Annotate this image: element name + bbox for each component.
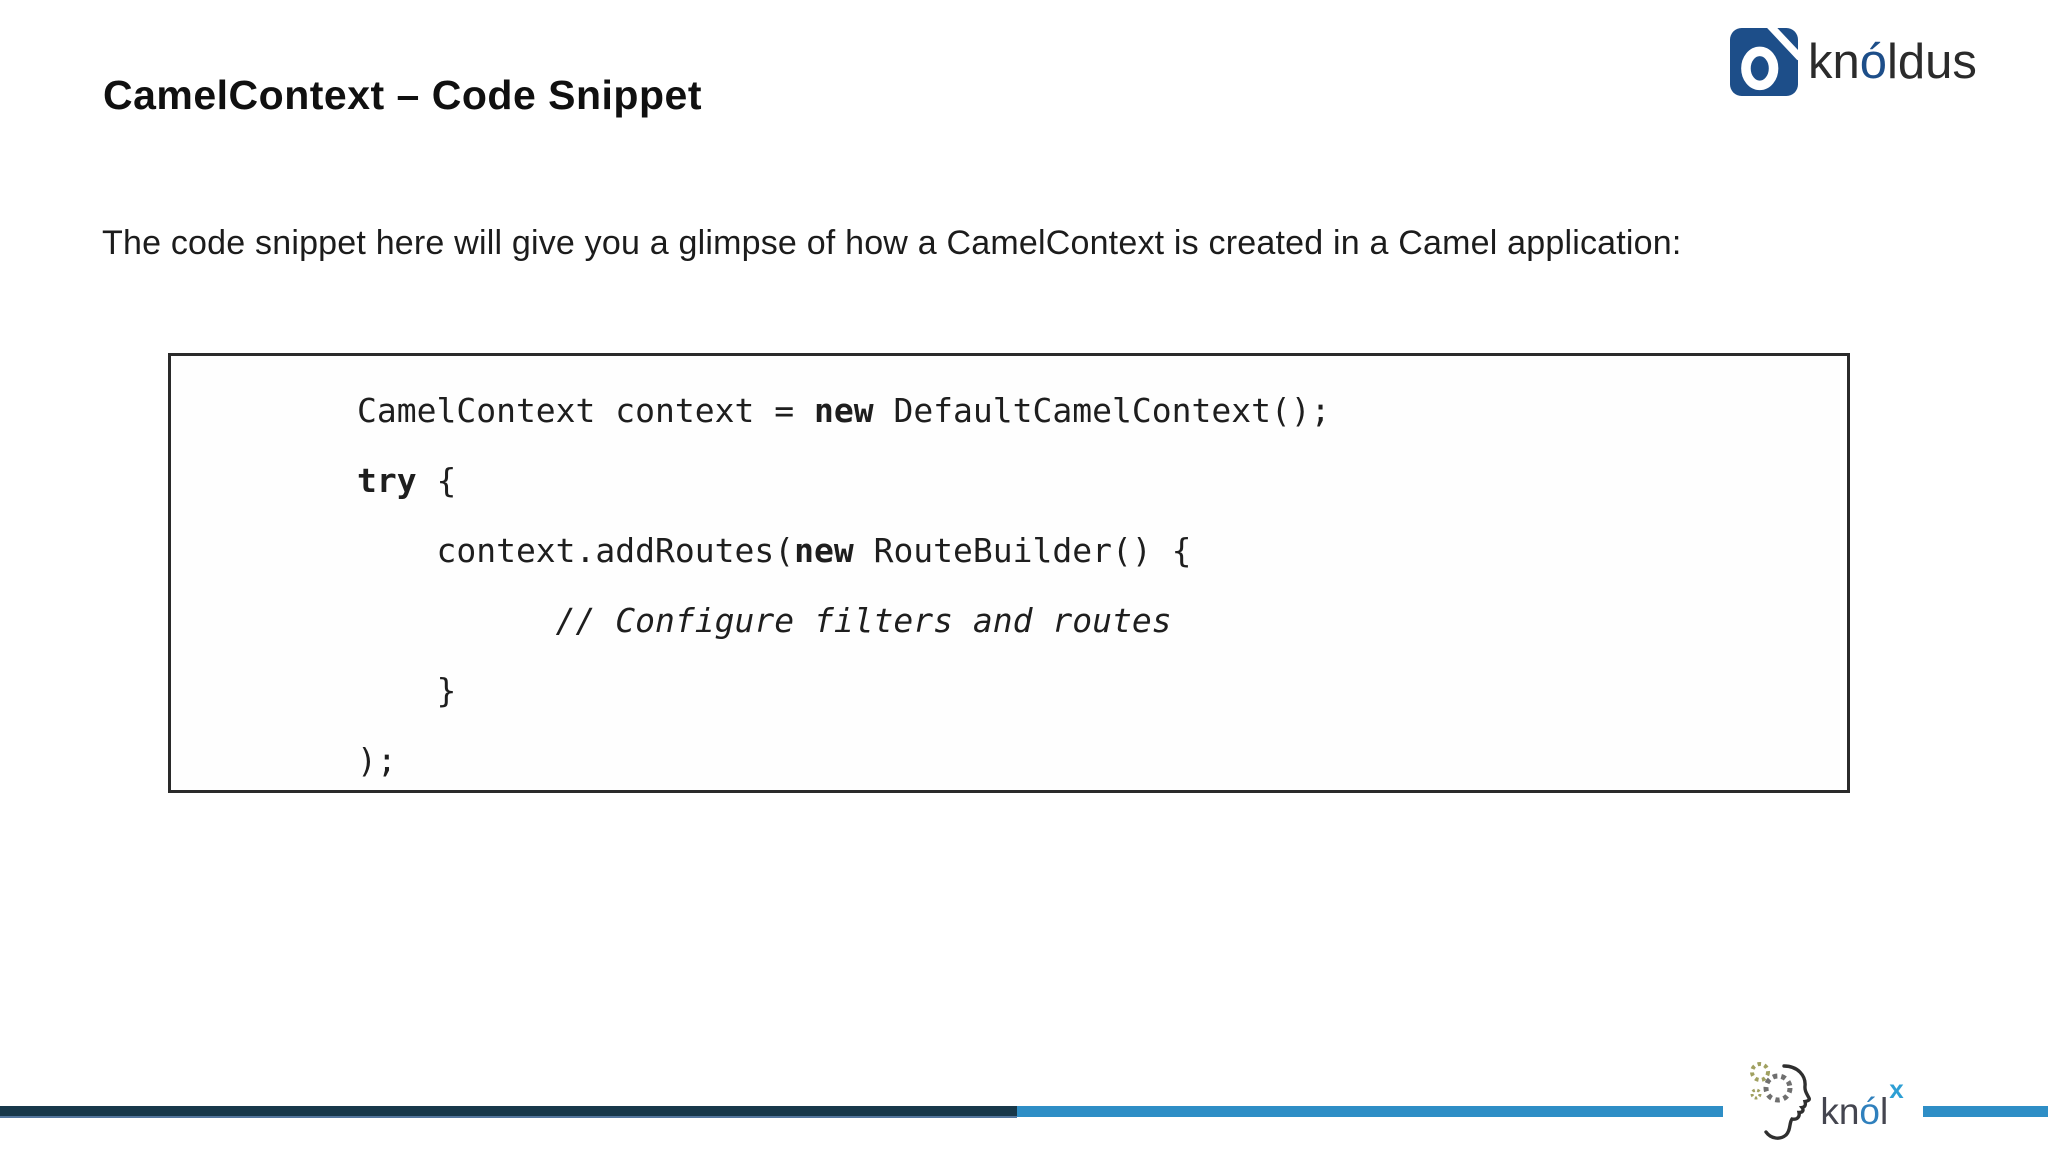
knolx-wordmark-post: l <box>1879 1091 1889 1132</box>
intro-text: The code snippet here will give you a gl… <box>102 224 1682 262</box>
knoldus-wordmark: knóldus <box>1808 34 1977 90</box>
knolx-wordmark-sup: x <box>1889 1074 1904 1104</box>
code-line: ); <box>357 741 397 780</box>
thinking-head-gears-icon <box>1750 1062 1812 1140</box>
code-line: CamelContext context = new DefaultCamelC… <box>357 391 1331 430</box>
knoldus-wordmark-post: ldus <box>1887 35 1977 89</box>
page-title: CamelContext – Code Snippet <box>103 72 702 118</box>
code-line: // Configure filters and routes <box>357 601 1172 640</box>
footer-bar-light <box>1017 1106 2048 1117</box>
knolx-logo: knólx <box>1723 1052 1923 1144</box>
code-line: try { <box>357 461 457 500</box>
knoldus-logo-icon <box>1730 28 1798 96</box>
knoldus-wordmark-pre: kn <box>1808 35 1860 89</box>
knolx-wordmark-pre: kn <box>1820 1091 1860 1132</box>
knoldus-logo: knóldus <box>1730 28 1977 96</box>
code-line: context.addRoutes(new RouteBuilder() { <box>357 531 1192 570</box>
code-snippet-box: CamelContext context = new DefaultCamelC… <box>168 353 1850 793</box>
footer-bar-dark <box>0 1106 1017 1118</box>
knoldus-wordmark-accent: ó <box>1859 35 1888 89</box>
code-line: } <box>357 671 457 710</box>
knolx-wordmark-accent: ó <box>1859 1091 1880 1132</box>
knolx-wordmark: knólx <box>1820 1076 1903 1144</box>
code-snippet: CamelContext context = new DefaultCamelC… <box>171 356 1847 796</box>
